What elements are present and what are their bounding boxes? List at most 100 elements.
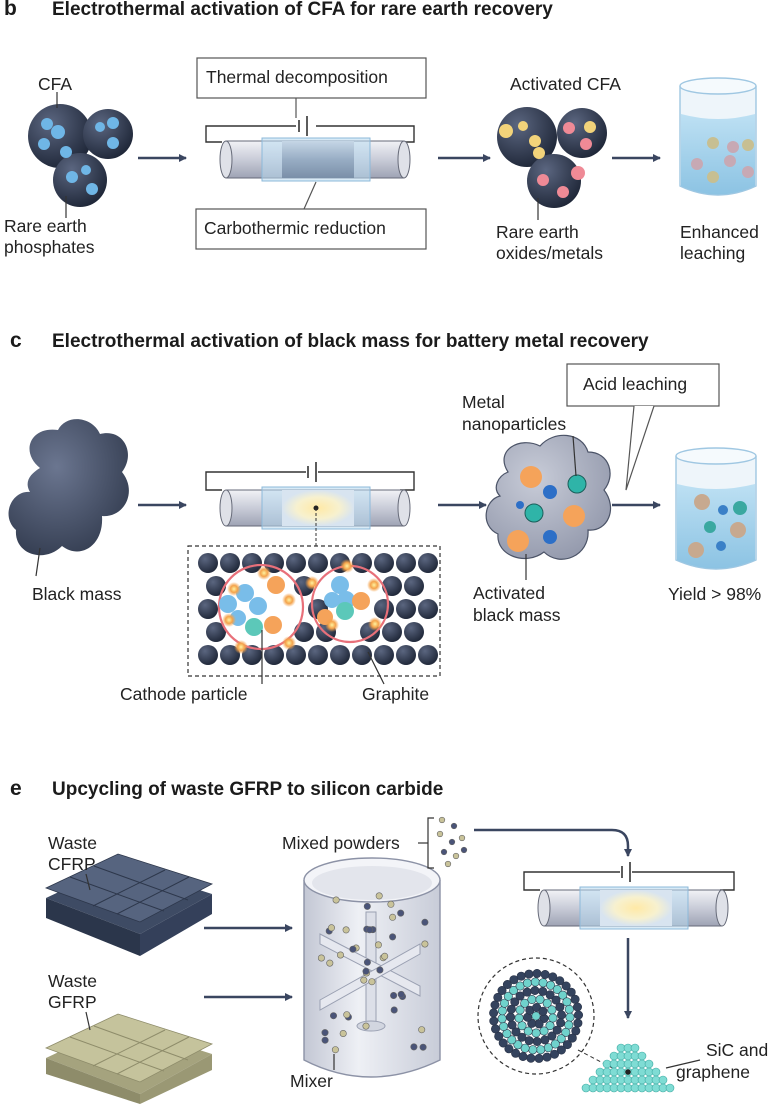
particle-dot <box>363 958 371 966</box>
particle-dot <box>494 1031 504 1041</box>
particle-dot <box>389 913 397 921</box>
label-thermal-decomposition: Thermal decomposition <box>206 67 388 87</box>
particle-dot <box>497 1014 507 1024</box>
particle-dot <box>572 1002 582 1012</box>
particle-dot <box>198 645 218 665</box>
particle-dot <box>545 990 555 1000</box>
particle-dot <box>404 576 424 596</box>
label-activated-cfa: Activated CFA <box>510 74 621 94</box>
particle-dot <box>651 1067 661 1077</box>
particle-dot <box>419 1043 427 1051</box>
particle-dot <box>339 1030 347 1038</box>
particle-dot <box>421 940 429 948</box>
particle-dot <box>506 1004 516 1014</box>
particle-dot <box>571 1026 581 1036</box>
particle-dot <box>352 645 372 665</box>
cfa-particles <box>28 104 133 207</box>
panel-c-letter: c <box>10 329 22 352</box>
particle-dot <box>497 1006 507 1016</box>
particle-dot <box>532 1037 542 1047</box>
particle-dot <box>507 1020 517 1030</box>
particle-dot <box>460 846 468 854</box>
particle-dot <box>362 967 370 975</box>
label-oxides-2: oxides/metals <box>496 243 603 263</box>
label-sic-1: SiC and <box>706 1040 768 1060</box>
particle-dot <box>198 599 218 619</box>
particle-dot <box>538 1006 548 1016</box>
particle-dot <box>531 1028 541 1038</box>
particle-dot <box>321 1029 329 1037</box>
particle-dot <box>658 1075 668 1085</box>
particle-dot <box>573 1010 583 1020</box>
particle-dot <box>538 978 548 988</box>
black-mass-blob <box>8 419 129 556</box>
particle-dot <box>517 1032 527 1042</box>
activated-cfa-particles <box>497 107 607 208</box>
particle-dot <box>510 997 520 1007</box>
particle-dot <box>518 1052 528 1062</box>
reactor-tube-b <box>205 116 415 182</box>
particle-dot <box>438 816 446 824</box>
particle-dot <box>665 1083 675 1093</box>
particle-dot <box>349 945 357 953</box>
particle-dot <box>396 599 416 619</box>
particle-dot <box>418 599 438 619</box>
label-sic-2: graphene <box>676 1062 750 1082</box>
particle-dot <box>511 1027 521 1037</box>
reactor-tube-e <box>523 862 735 930</box>
particle-dot <box>374 599 394 619</box>
particle-dot <box>418 1026 426 1034</box>
particle-dot <box>498 1038 508 1048</box>
panel-b: b Electrothermal activation of CFA for r… <box>4 0 759 263</box>
label-black-mass: Black mass <box>32 584 122 604</box>
particle-dot <box>317 954 325 962</box>
box-acid-leaching <box>566 363 720 407</box>
label-enhanced-1: Enhanced <box>680 222 759 242</box>
particle-dot <box>206 576 226 596</box>
particle-dot <box>507 1035 517 1045</box>
particle-dot <box>404 622 424 642</box>
particle-dot <box>505 1012 515 1022</box>
mixer <box>303 857 441 1078</box>
particle-dot <box>644 1059 654 1069</box>
label-cfrp-1: Waste <box>48 833 97 853</box>
particle-dot <box>489 1008 499 1018</box>
particle-dot <box>532 968 542 978</box>
particle-dot <box>374 645 394 665</box>
particle-dot <box>536 1045 546 1055</box>
particle-dot <box>535 994 545 1004</box>
particle-dot <box>206 622 226 642</box>
label-yield: Yield > 98% <box>668 584 761 604</box>
particle-dot <box>308 553 328 573</box>
particle-dot <box>362 1022 370 1030</box>
particle-dot <box>387 900 395 908</box>
particle-dot <box>570 994 580 1004</box>
panel-b-letter: b <box>4 0 17 20</box>
particle-dot <box>555 1002 565 1012</box>
particle-dot <box>556 1034 566 1044</box>
label-cfa: CFA <box>38 74 72 94</box>
particle-dot <box>556 1010 566 1020</box>
particle-dot <box>418 553 438 573</box>
particle-dot <box>552 984 562 994</box>
particle-dot <box>368 978 376 986</box>
particle-dot <box>556 1018 566 1028</box>
label-carbothermic-reduction: Carbothermic reduction <box>204 218 386 238</box>
particle-dot <box>397 990 405 998</box>
reactor-tube-c <box>205 462 415 546</box>
particle-dot <box>396 553 416 573</box>
particle-dot <box>527 994 537 1004</box>
particle-dot <box>502 979 512 989</box>
particle-dot <box>539 1026 549 1036</box>
particle-dot <box>397 909 405 917</box>
panel-c-title: Electrothermal activation of black mass … <box>52 331 649 352</box>
particle-dot <box>390 1006 398 1014</box>
particle-dot <box>530 977 540 987</box>
particle-dot <box>374 553 394 573</box>
beaker-b <box>679 77 757 196</box>
particle-dot <box>520 1043 530 1053</box>
particle-dot <box>489 1016 499 1026</box>
particle-dot <box>264 645 284 665</box>
mixed-powder-dots <box>436 816 468 868</box>
particle-dot <box>549 1049 559 1059</box>
